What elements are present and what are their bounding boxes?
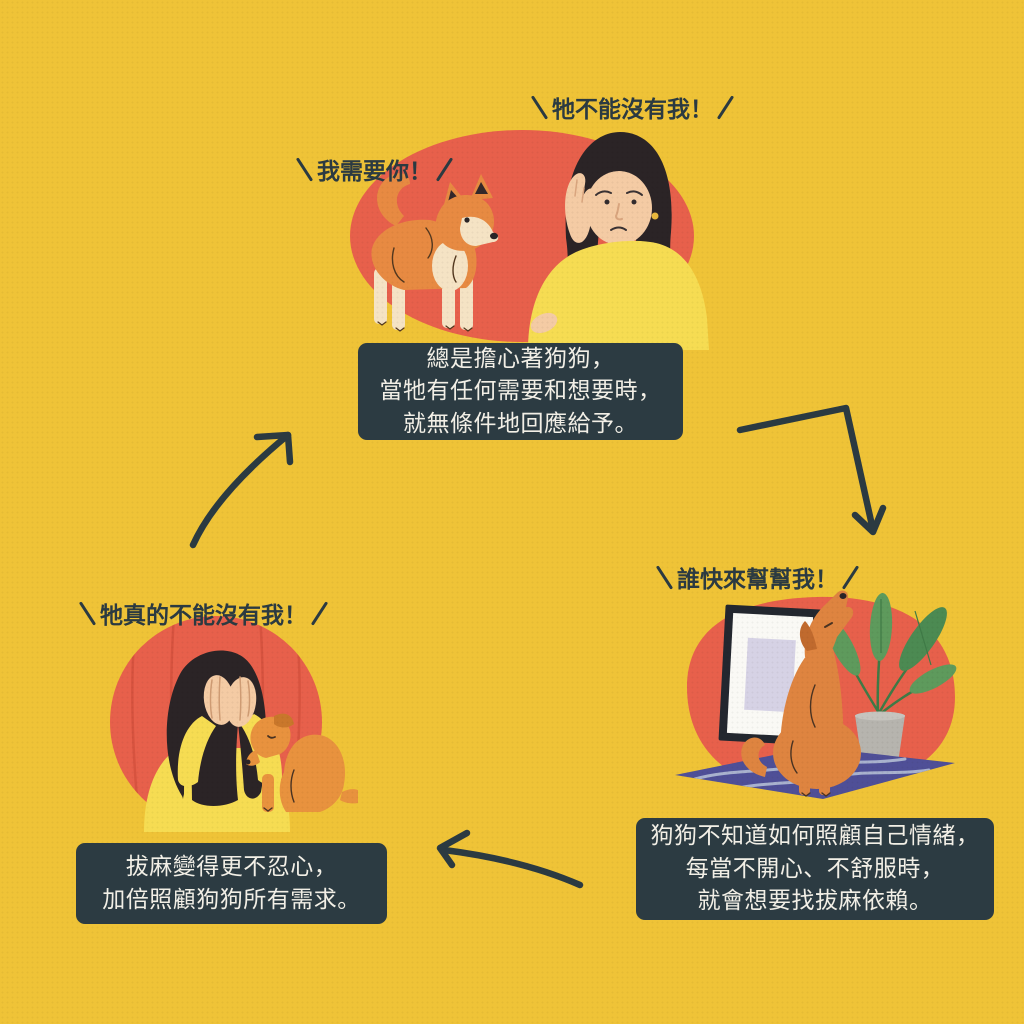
- caption-step3: 拔麻變得更不忍心， 加倍照顧狗狗所有需求。: [76, 843, 387, 924]
- callout-owner-step1: 牠不能沒有我！: [530, 90, 735, 124]
- caption-line: 就會想要找拔麻依賴。: [697, 888, 933, 915]
- caption-line: 加倍照顧狗狗所有需求。: [102, 886, 361, 913]
- slash-icon: [295, 156, 314, 182]
- caption-line: 每當不開心、不舒服時，: [685, 855, 945, 882]
- callout-owner-step3: 牠真的不能沒有我！: [78, 596, 329, 630]
- howling-dog: [741, 590, 861, 797]
- callout-text: 誰快來幫幫我！: [677, 567, 838, 593]
- illustration-howling-dog: [675, 590, 957, 799]
- caption-line: 就無條件地回應給予。: [403, 410, 638, 437]
- caption-line: 狗狗不知道如何照顧自己情緒，: [650, 823, 980, 850]
- caption-line: 當牠有任何需要和想要時，: [379, 378, 662, 405]
- caption-line: 拔麻變得更不忍心，: [125, 854, 338, 880]
- puppy: [245, 713, 358, 812]
- owner-figure: [528, 132, 709, 350]
- potted-plant: [825, 593, 957, 763]
- arrow-step3-to-step1-icon: [189, 431, 294, 549]
- illustration-crying-owner-with-puppy: [110, 616, 358, 832]
- arrow-step2-to-step3-icon: [436, 829, 584, 889]
- arrow-step1-to-step2-icon: [736, 404, 887, 536]
- callout-text: 我需要你！: [317, 159, 432, 185]
- caption-line: 總是擔心著狗狗，: [426, 345, 615, 372]
- callout-dog-step1: 我需要你！: [295, 152, 454, 186]
- illustration-worried-owner-with-shiba: [350, 130, 709, 350]
- slash-icon: [716, 94, 735, 120]
- callout-text: 牠不能沒有我！: [552, 97, 713, 123]
- caption-step2: 狗狗不知道如何照顧自己情緒， 每當不開心、不舒服時， 就會想要找拔麻依賴。: [636, 818, 994, 920]
- caption-step1: 總是擔心著狗狗， 當牠有任何需要和想要時， 就無條件地回應給予。: [358, 343, 683, 440]
- shiba-dog: [371, 173, 499, 332]
- slash-icon: [655, 564, 674, 590]
- callout-dog-step2: 誰快來幫幫我！: [655, 560, 860, 594]
- callout-text: 牠真的不能沒有我！: [100, 603, 307, 629]
- crying-owner: [144, 650, 290, 832]
